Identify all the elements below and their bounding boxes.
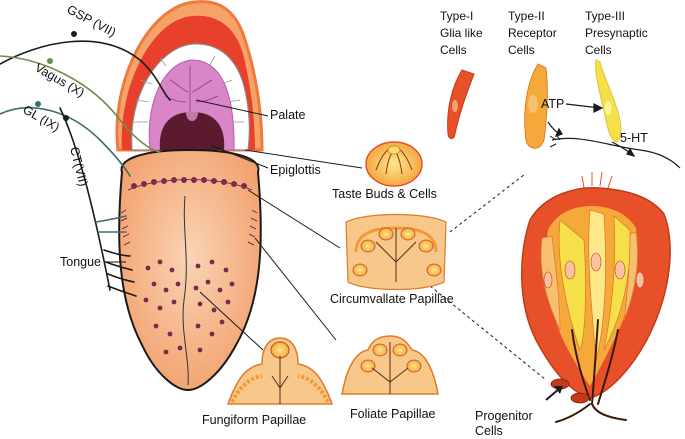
type-iii-nucleus — [604, 101, 612, 115]
circumvallate-pointer — [247, 189, 341, 249]
ct-label: CT(VII) — [67, 145, 90, 187]
type-ii-nucleus — [528, 95, 538, 113]
uvula — [186, 112, 198, 121]
cell-type-iii-line1: Type-III — [585, 9, 625, 23]
throat — [159, 112, 225, 150]
ct-branches — [103, 249, 137, 297]
foliate-edges — [120, 209, 258, 246]
ct-nerve — [59, 107, 111, 291]
fungiform-papilla-icon — [226, 337, 334, 405]
foliate-papilla-icon — [341, 335, 439, 395]
cell-type-ii-line1: Type-II — [508, 9, 545, 23]
zoom-line-top — [449, 173, 526, 233]
circumvallate-arc — [127, 179, 253, 191]
circumvallate-papilla-icon — [345, 213, 447, 291]
taste-bud-nuclei — [543, 252, 645, 289]
atp-arrowhead — [593, 103, 604, 113]
cell-type-i-line2: Glia like — [440, 26, 483, 40]
progenitor-label-line2: Cells — [475, 424, 503, 438]
tongue-label: Tongue — [60, 255, 101, 269]
taste-bud-cells — [540, 209, 638, 361]
atp-label: ATP — [541, 97, 564, 111]
gustatory-fiber — [551, 137, 681, 169]
cell-type-iii-line2: Presynaptic — [585, 26, 648, 40]
mouth — [115, 0, 264, 152]
gl-nerve — [0, 107, 131, 177]
nerve-fibers — [555, 319, 627, 423]
gl-ganglion — [35, 101, 41, 107]
cell-type-i-line3: Cells — [440, 43, 467, 57]
fungiform-dots — [143, 259, 235, 355]
progenitor-label-line1: Progenitor — [475, 409, 533, 423]
cell-type-type-iii: Type-III Presynaptic Cells — [585, 9, 648, 57]
progenitor-arrowhead — [554, 386, 563, 394]
atp-down-arrowhead — [554, 127, 563, 137]
epiglottis-label: Epiglottis — [270, 163, 321, 177]
signalling — [547, 103, 681, 169]
fungiform-pointer — [199, 291, 264, 351]
serotonin-arrowhead — [626, 147, 636, 157]
tongue — [118, 148, 262, 392]
cell-type-ii-line3: Cells — [508, 43, 535, 57]
vagus-ganglion — [47, 58, 53, 64]
zoom-line-bottom — [429, 285, 547, 381]
tongue-midline — [182, 195, 189, 386]
palate-ridges — [164, 66, 219, 112]
cell-type-type-ii: Type-II Receptor Cells — [508, 9, 557, 57]
type-i-cell — [447, 69, 475, 139]
taste-bud-microvilli — [581, 171, 613, 189]
label-lines — [104, 99, 547, 381]
taste-buds-pointer — [244, 149, 363, 169]
ct-ganglion — [63, 115, 69, 121]
gsp-ganglion — [71, 31, 77, 37]
taste-bud-detail — [521, 171, 671, 423]
taste-buds-label: Taste Buds & Cells — [332, 187, 437, 201]
type-iii-cell — [595, 59, 622, 143]
gl-label: GL (IX) — [21, 102, 62, 134]
foliate-label: Foliate Papillae — [350, 407, 436, 421]
epiglottis-pointer — [209, 144, 269, 169]
circumvallate-label: Circumvallate Papillae — [330, 292, 454, 306]
type-i-nucleus — [452, 100, 458, 112]
serotonin-label: 5-HT — [620, 131, 648, 145]
palate-label: Palate — [270, 108, 305, 122]
foliate-pointer — [254, 237, 337, 341]
tongue-body — [118, 148, 262, 392]
gsp-nerve — [0, 40, 171, 101]
nerves — [0, 31, 171, 297]
cell-type-i-line1: Type-I — [440, 9, 473, 23]
palate-pointer — [195, 99, 269, 117]
vagus-nerve — [0, 55, 161, 153]
cell-type-ii-line2: Receptor — [508, 26, 557, 40]
fungiform-label: Fungiform Papillae — [202, 413, 306, 427]
gl-branches — [95, 215, 127, 233]
cell-type-type-i: Type-I Glia like Cells — [440, 9, 483, 57]
vagus-label: Vagus (X) — [33, 60, 87, 99]
cell-type-iii-line3: Cells — [585, 43, 612, 57]
taste-bud-icon — [365, 141, 423, 187]
cell-type-illustrations — [447, 59, 622, 149]
